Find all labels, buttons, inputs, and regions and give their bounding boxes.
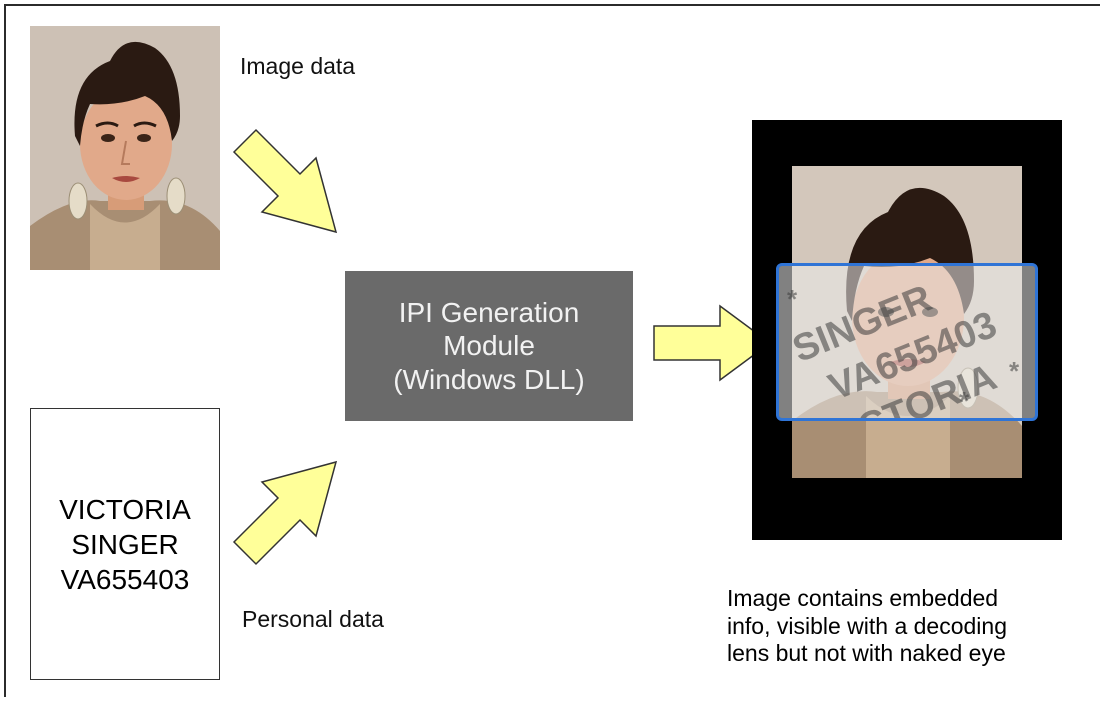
source-portrait-image: [30, 26, 220, 270]
description-line-3: lens but not with naked eye: [727, 640, 1006, 667]
arrow-image-to-module: [232, 128, 338, 234]
arrow-module-to-output: [653, 304, 772, 382]
lens-star-1: *: [787, 284, 798, 314]
module-line-3: (Windows DLL): [393, 363, 585, 395]
output-description: Image contains embedded info, visible wi…: [727, 585, 1007, 668]
portrait-illustration: [30, 26, 220, 270]
output-id-card: SINGER VA655403 VICTORIA * * *: [752, 120, 1062, 540]
ipi-generation-module-box: IPI Generation Module (Windows DLL): [345, 271, 633, 421]
image-data-label: Image data: [240, 53, 356, 79]
decoding-lens-overlay: SINGER VA655403 VICTORIA * * *: [776, 263, 1038, 421]
lens-star-3: *: [959, 386, 970, 416]
personal-name-first: VICTORIA: [59, 493, 191, 525]
description-line-1: Image contains embedded: [727, 585, 999, 611]
arrow-personal-to-module: [232, 460, 338, 566]
personal-data-box: VICTORIA SINGER VA655403: [30, 408, 220, 680]
personal-name-last: SINGER: [71, 528, 179, 560]
lens-hidden-text: SINGER VA655403 VICTORIA * * *: [779, 266, 1035, 418]
personal-id-number: VA655403: [60, 563, 190, 595]
lens-star-2: *: [1009, 356, 1020, 386]
module-line-2: Module: [443, 330, 535, 362]
module-line-1: IPI Generation: [398, 296, 580, 328]
personal-data-label: Personal data: [242, 606, 384, 632]
description-line-2: info, visible with a decoding: [727, 612, 1007, 639]
